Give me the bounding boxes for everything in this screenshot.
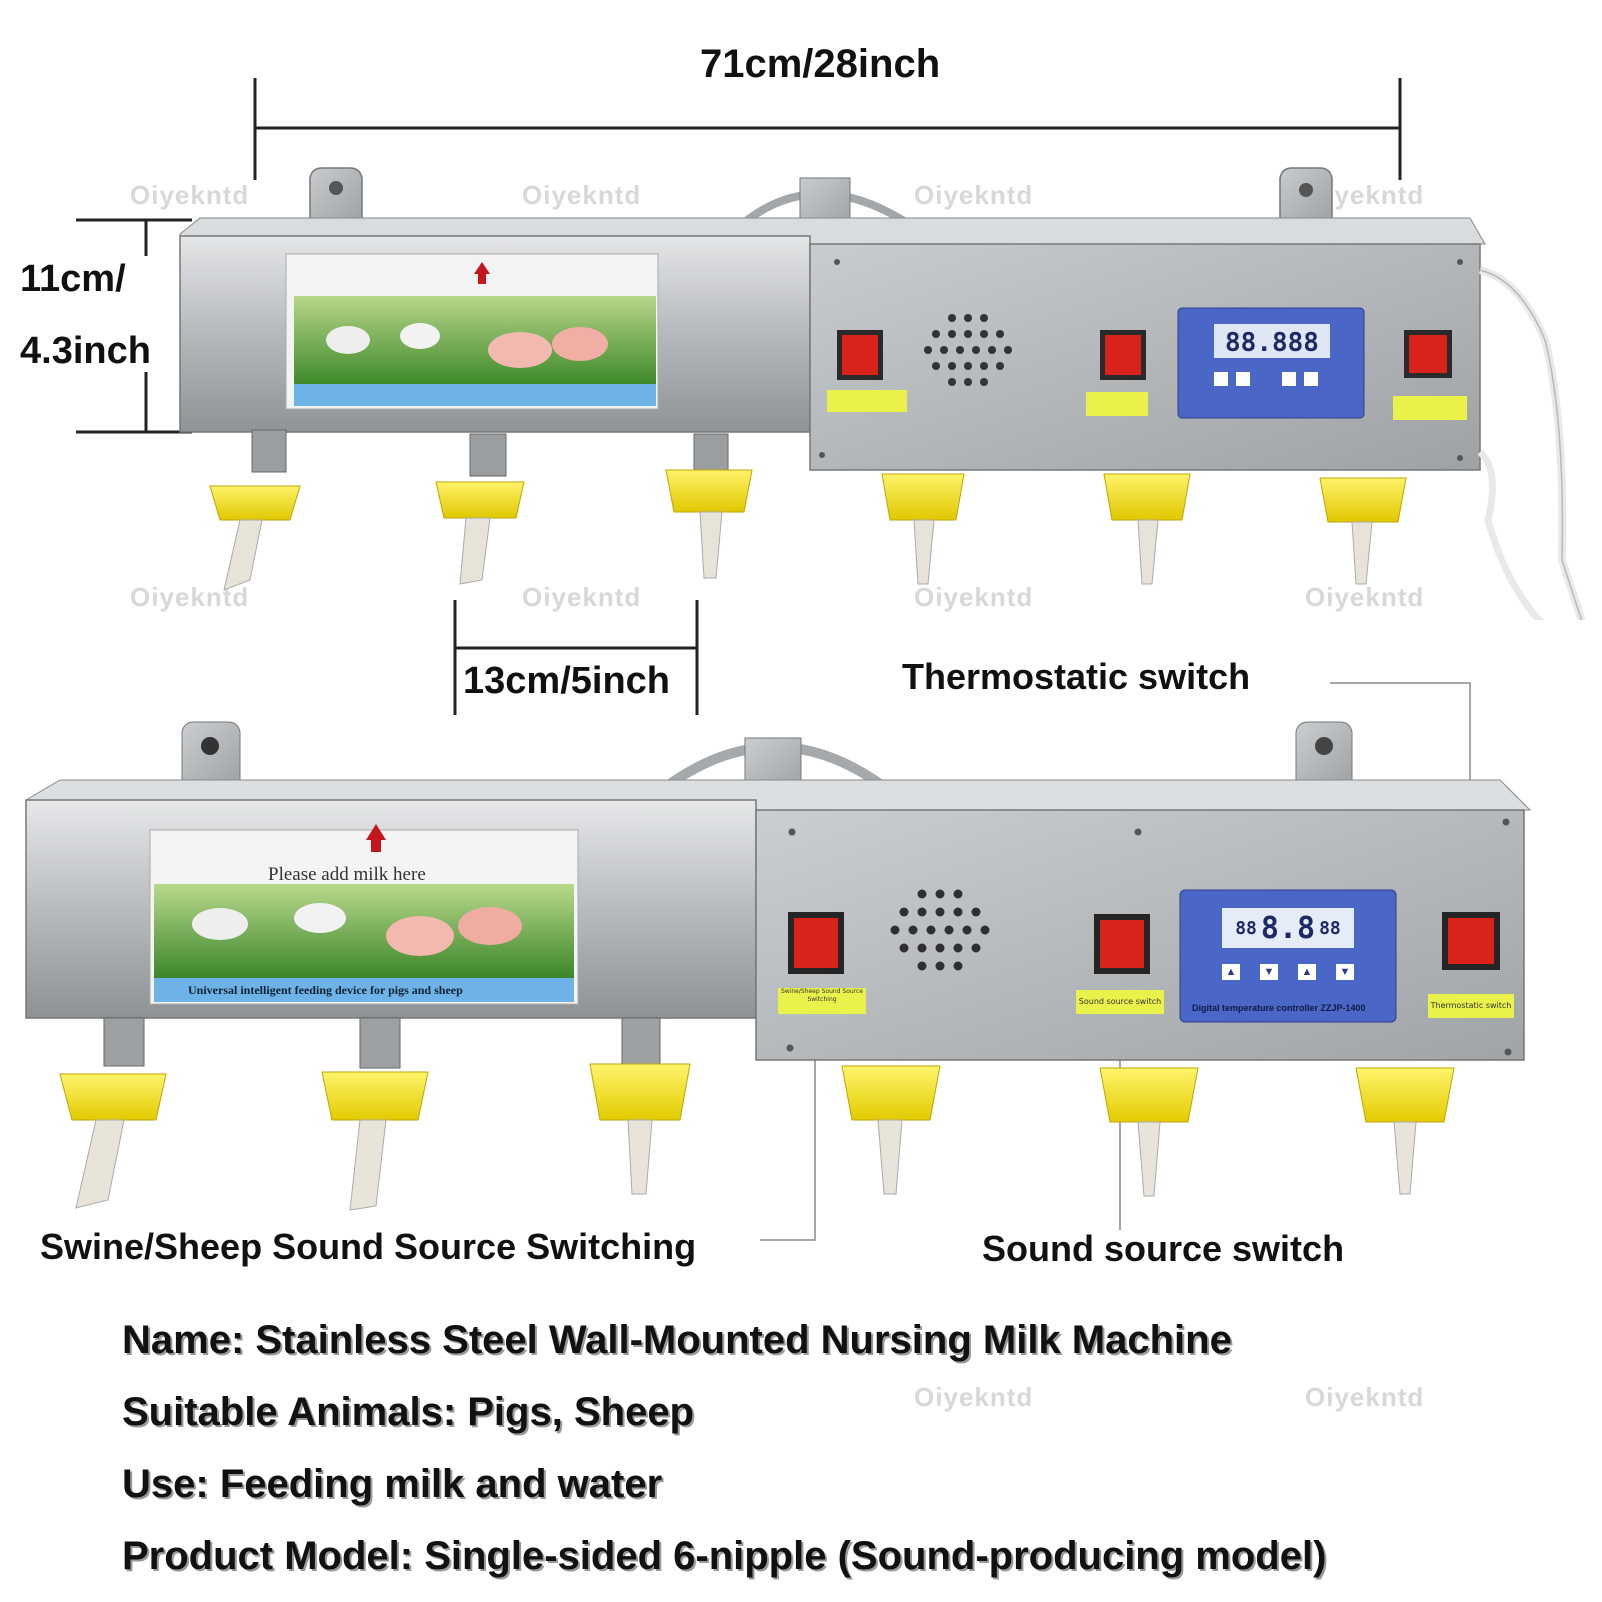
- spec-model: Product Model: Single-sided 6-nipple (So…: [122, 1534, 1327, 1578]
- watermark: Oiyekntd: [914, 1382, 1034, 1412]
- arrow-down-button-icon: ▼: [1260, 964, 1278, 980]
- controller-display: 88 8.8 88: [1222, 908, 1354, 948]
- spec-name: Name: Stainless Steel Wall-Mounted Nursi…: [122, 1318, 1232, 1362]
- swine-sheep-switch-callout: Swine/Sheep Sound Source Switching: [40, 1226, 697, 1267]
- watermark: Oiyekntd: [1305, 582, 1425, 612]
- display-right-digits: 88: [1319, 917, 1341, 939]
- svg-text:88.888: 88.888: [1225, 328, 1319, 358]
- height-dimension-label-2: 4.3inch: [20, 330, 151, 372]
- spec-use: Use: Feeding milk and water: [122, 1462, 663, 1506]
- thermostatic-switch-callout: Thermostatic switch: [902, 656, 1251, 697]
- controller-buttons: ▲ ▼ ▲ ▼: [1222, 964, 1354, 980]
- controller-caption: Digital temperature controller ZZJP-1400: [1192, 1003, 1366, 1013]
- machine-illustration-top: 88.888: [179, 167, 1586, 620]
- arrow-up-button-icon: ▲: [1298, 964, 1316, 980]
- watermark: Oiyekntd: [522, 582, 642, 612]
- switch-tag-thermostatic: Thermostatic switch: [1428, 994, 1514, 1018]
- switch-tag-swine-sheep: Swine/Sheep Sound Source Switching: [778, 988, 866, 1014]
- spacing-dimension-label: 13cm/5inch: [463, 660, 670, 702]
- watermark: Oiyekntd: [130, 180, 250, 210]
- sticker-device-text: Universal intelligent feeding device for…: [188, 983, 463, 997]
- display-left-digits: 88: [1235, 917, 1257, 939]
- machine-illustration-bottom: [25, 721, 1532, 1211]
- sound-source-switch-callout: Sound source switch: [982, 1228, 1345, 1269]
- width-dimension-label: 71cm/28inch: [700, 42, 941, 86]
- height-dimension-label: 11cm/: [20, 258, 126, 300]
- arrow-up-button-icon: ▲: [1222, 964, 1240, 980]
- sticker-add-milk-text: Please add milk here: [268, 864, 426, 885]
- watermark: Oiyekntd: [1305, 1382, 1425, 1412]
- watermark: Oiyekntd: [522, 180, 642, 210]
- display-main-digits: 8.8: [1260, 910, 1316, 946]
- spec-animals: Suitable Animals: Pigs, Sheep: [122, 1390, 694, 1434]
- watermark: Oiyekntd: [914, 582, 1034, 612]
- switch-tag-sound-source: Sound source switch: [1076, 990, 1164, 1014]
- watermark: Oiyekntd: [914, 180, 1034, 210]
- arrow-down-button-icon: ▼: [1336, 964, 1354, 980]
